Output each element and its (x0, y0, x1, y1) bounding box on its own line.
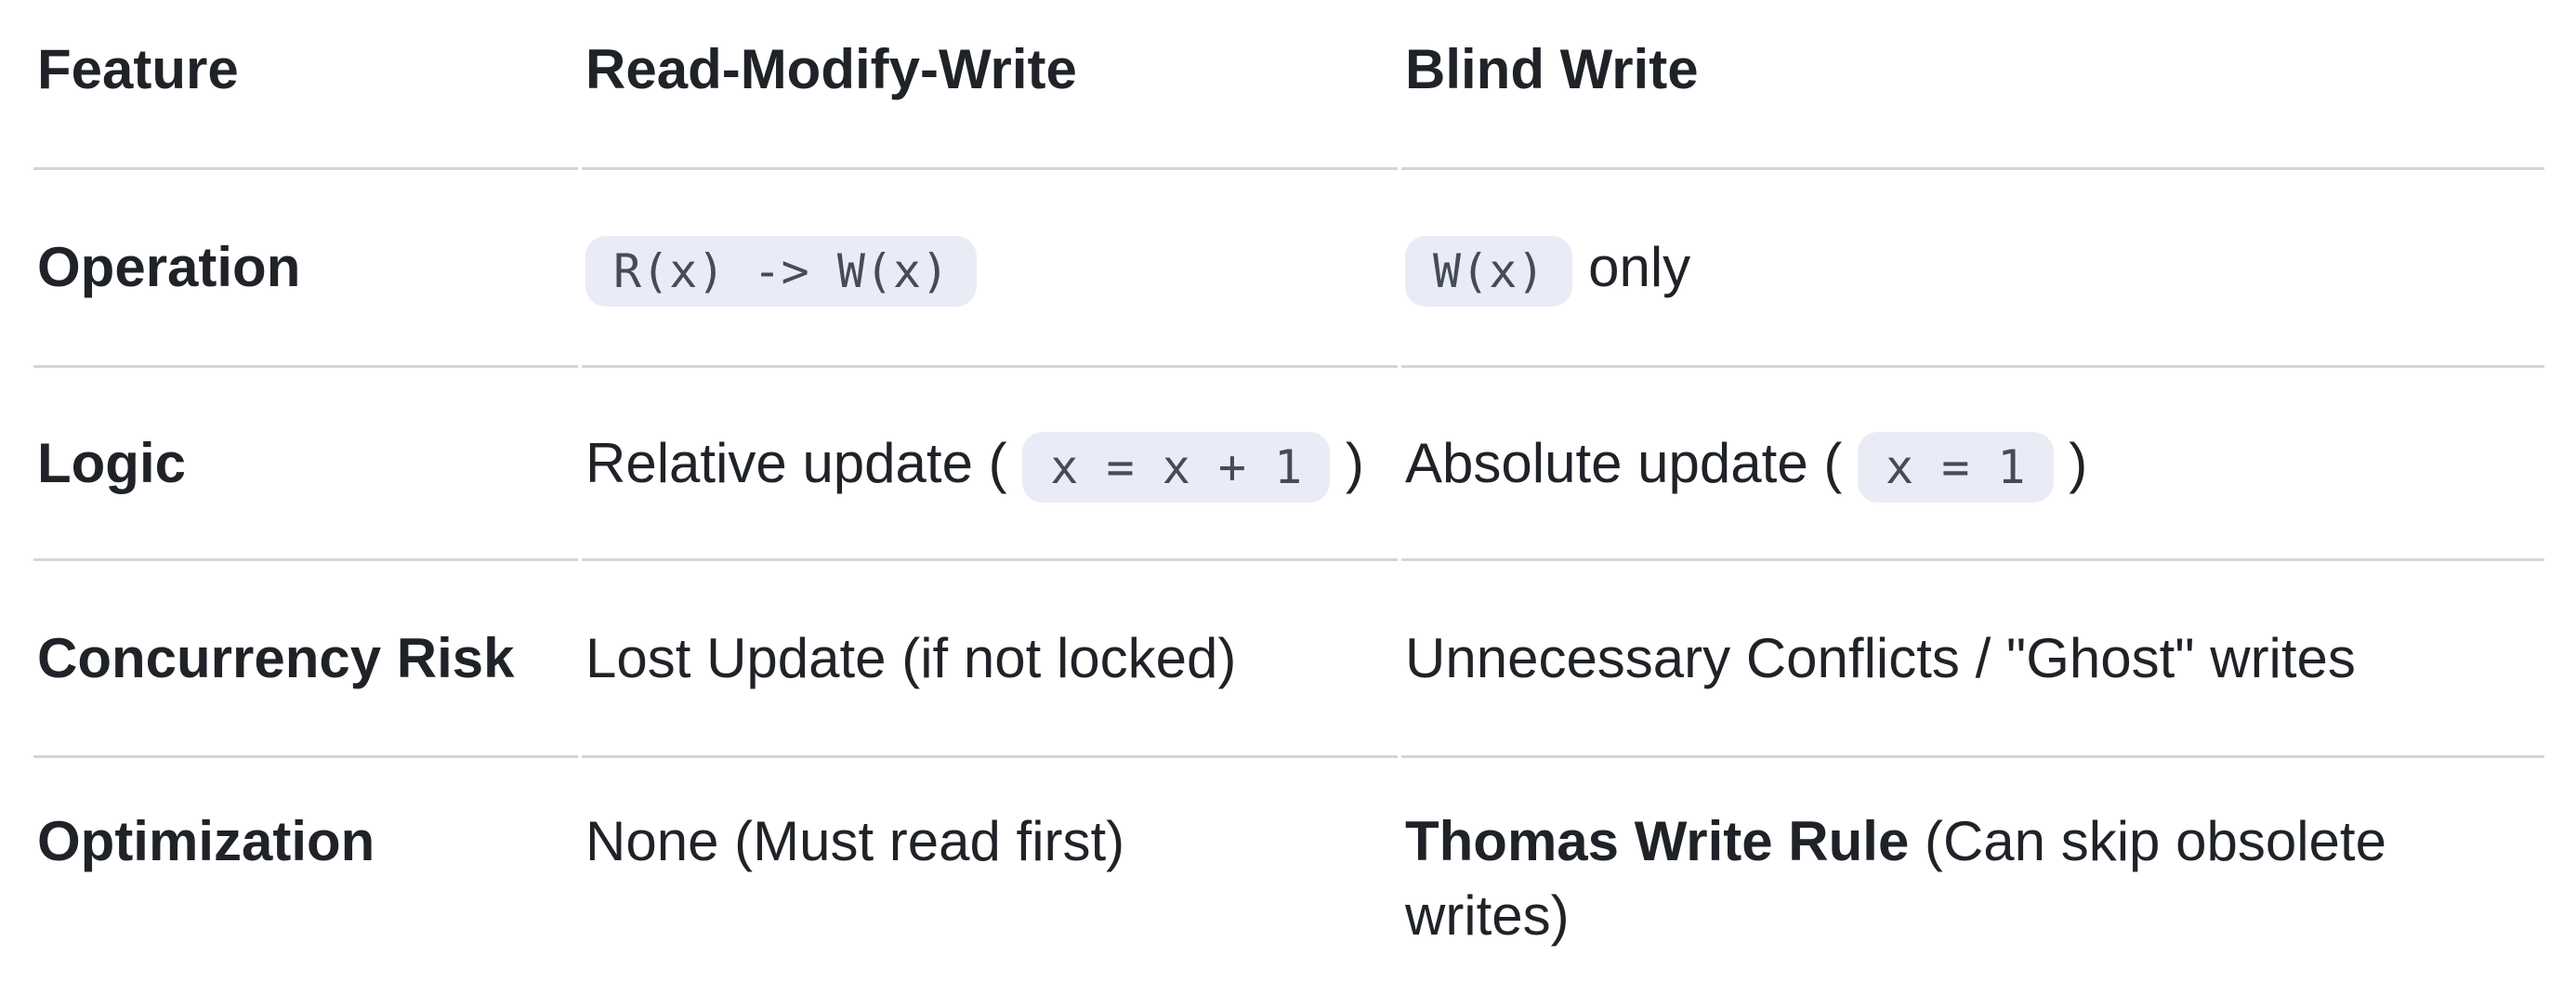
text-after-chip: only (1572, 236, 1691, 298)
bold-text-thomas-write-rule: Thomas Write Rule (1405, 810, 1910, 872)
text-after-chip: ) (1330, 432, 1364, 494)
row-label-optimization: Optimization (37, 810, 375, 872)
table-row-optimization: Optimization None (Must read first) Thom… (33, 758, 2544, 994)
cell-optimization-blind: Thomas Write Rule (Can skip obsolete wri… (1401, 758, 2544, 994)
row-label-logic: Logic (33, 368, 578, 561)
code-chip-rmw-operation: R(x) -> W(x) (585, 236, 978, 307)
header-label-blind-write: Blind Write (1405, 38, 1699, 100)
row-label-operation: Operation (33, 170, 578, 368)
table-row-logic: Logic Relative update ( x = x + 1 ) Abso… (33, 368, 2544, 561)
code-chip-rmw-logic: x = x + 1 (1022, 432, 1331, 504)
cell-logic-blind: Absolute update ( x = 1 ) (1401, 368, 2544, 561)
header-cell-read-modify-write: Read-Modify-Write (582, 0, 1398, 170)
table-header-row: Feature Read-Modify-Write Blind Write (33, 0, 2544, 170)
table-row-concurrency-risk: Concurrency Risk Lost Update (if not loc… (33, 561, 2544, 758)
text-after-bold: (Can skip obsolete writes) (1405, 810, 2402, 947)
comparison-table: Feature Read-Modify-Write Blind Write Op… (33, 0, 2544, 994)
text-after-chip: ) (2053, 432, 2088, 494)
header-label-read-modify-write: Read-Modify-Write (585, 38, 1077, 100)
code-chip-blind-operation: W(x) (1405, 236, 1573, 307)
header-cell-feature: Feature (33, 0, 578, 170)
cell-concurrency-rmw: Lost Update (if not locked) (582, 561, 1398, 758)
table-row-operation: Operation R(x) -> W(x) W(x) only (33, 170, 2544, 368)
row-label-concurrency-risk: Concurrency Risk (33, 561, 578, 758)
text-before-chip: Relative update ( (585, 432, 1023, 494)
cell-operation-rmw: R(x) -> W(x) (582, 170, 1398, 368)
text-before-chip: Absolute update ( (1405, 432, 1859, 494)
cell-operation-blind: W(x) only (1401, 170, 2544, 368)
cell-logic-rmw: Relative update ( x = x + 1 ) (582, 368, 1398, 561)
cell-optimization-rmw: None (Must read first) (585, 810, 1125, 872)
header-cell-blind-write: Blind Write (1401, 0, 2544, 170)
cell-concurrency-blind: Unnecessary Conflicts / "Ghost" writes (1401, 561, 2544, 758)
header-label-feature: Feature (37, 38, 239, 100)
code-chip-blind-logic: x = 1 (1858, 432, 2054, 504)
